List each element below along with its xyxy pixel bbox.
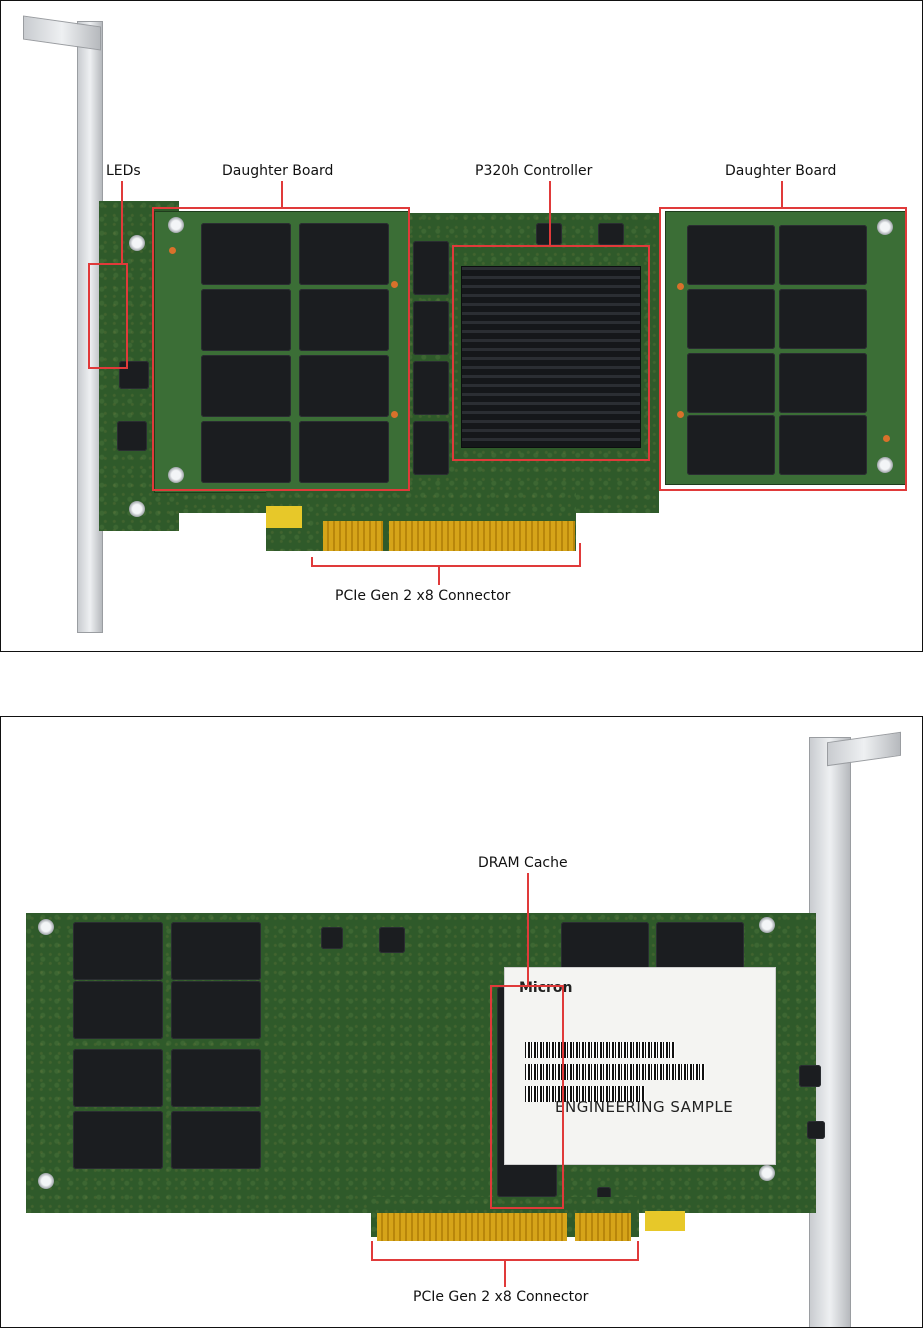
barcode bbox=[525, 1064, 705, 1080]
nand-chip bbox=[171, 922, 261, 980]
dram-chip bbox=[413, 361, 449, 415]
engineering-sample-text: ENGINEERING SAMPLE bbox=[555, 1098, 734, 1116]
component-dot bbox=[391, 281, 398, 288]
screw bbox=[759, 1165, 775, 1181]
nand-chip bbox=[73, 1111, 163, 1169]
controller-highlight bbox=[452, 245, 650, 461]
screw bbox=[877, 219, 893, 235]
nand-chip bbox=[171, 981, 261, 1039]
leds-highlight bbox=[88, 263, 128, 369]
dram-chip bbox=[413, 241, 449, 295]
component-dot bbox=[883, 435, 890, 442]
screw bbox=[129, 501, 145, 517]
daughter-board-left-label: Daughter Board bbox=[222, 163, 334, 179]
top-panel: LEDs Daughter Board P320h Controller Dau… bbox=[0, 0, 923, 652]
controller-leader bbox=[549, 181, 551, 245]
connector-bracket-top bbox=[311, 557, 313, 567]
daughter-board-right-highlight bbox=[659, 207, 907, 491]
small-ic bbox=[807, 1121, 825, 1139]
screw bbox=[129, 235, 145, 251]
nand-chip bbox=[171, 1111, 261, 1169]
nand-chip bbox=[201, 223, 291, 285]
small-ic bbox=[379, 927, 405, 953]
dram-chip bbox=[413, 421, 449, 475]
controller-label: P320h Controller bbox=[475, 163, 593, 179]
nand-chip bbox=[201, 421, 291, 483]
pcie-gold-fingers bbox=[389, 521, 575, 551]
component-dot bbox=[169, 247, 176, 254]
connector-bracket-top bbox=[371, 1241, 373, 1261]
connector-leader bbox=[504, 1259, 506, 1287]
nand-chip bbox=[779, 353, 867, 413]
nand-chip bbox=[687, 289, 775, 349]
nand-chip bbox=[779, 225, 867, 285]
connector-bracket-top bbox=[579, 543, 581, 567]
connector-bracket-bottom bbox=[311, 565, 581, 567]
daughter-board-right-label: Daughter Board bbox=[725, 163, 837, 179]
mounting-bracket bbox=[77, 21, 103, 633]
pcie-gold-fingers bbox=[323, 521, 383, 551]
nand-chip bbox=[779, 289, 867, 349]
nand-chip bbox=[687, 353, 775, 413]
leds-leader-line bbox=[121, 181, 123, 263]
nand-chip bbox=[201, 355, 291, 417]
key-pad bbox=[266, 506, 302, 528]
nand-chip bbox=[73, 981, 163, 1039]
nand-chip bbox=[201, 289, 291, 351]
key-pad bbox=[645, 1211, 685, 1231]
inductor bbox=[117, 421, 147, 451]
small-ic bbox=[799, 1065, 821, 1087]
daughter-board-left-leader bbox=[281, 181, 283, 209]
nand-chip bbox=[299, 355, 389, 417]
component-dot bbox=[391, 411, 398, 418]
pcie-gold-fingers bbox=[377, 1213, 567, 1241]
nand-chip bbox=[687, 415, 775, 475]
connector-bracket-top bbox=[637, 1241, 639, 1261]
screw bbox=[168, 217, 184, 233]
screw bbox=[877, 457, 893, 473]
nand-chip bbox=[299, 289, 389, 351]
inductor bbox=[119, 361, 149, 389]
connector-label: PCIe Gen 2 x8 Connector bbox=[413, 1289, 589, 1305]
nand-chip bbox=[73, 922, 163, 980]
dram-cache-highlight bbox=[490, 985, 564, 1209]
controller-heatsink bbox=[461, 266, 641, 448]
bottom-panel: Micron ENGINEERING SAMPLE DRAM Cache PCI… bbox=[0, 716, 923, 1328]
nand-chip bbox=[299, 421, 389, 483]
screw bbox=[168, 467, 184, 483]
product-label-sticker: Micron ENGINEERING SAMPLE bbox=[504, 967, 776, 1165]
screw bbox=[759, 917, 775, 933]
connector-leader bbox=[438, 565, 440, 585]
nand-chip bbox=[299, 223, 389, 285]
leds-label: LEDs bbox=[106, 163, 141, 179]
mounting-bracket bbox=[809, 737, 851, 1327]
nand-chip bbox=[73, 1049, 163, 1107]
component-dot bbox=[677, 283, 684, 290]
small-ic bbox=[321, 927, 343, 949]
screw bbox=[38, 919, 54, 935]
inductor bbox=[598, 223, 624, 245]
dram-cache-leader bbox=[527, 873, 529, 987]
micron-brand-text: Micron bbox=[519, 980, 573, 996]
daughter-board-right-leader bbox=[781, 181, 783, 207]
pcie-gold-fingers bbox=[575, 1213, 631, 1241]
nand-chip bbox=[779, 415, 867, 475]
nand-chip bbox=[171, 1049, 261, 1107]
barcode bbox=[525, 1086, 645, 1102]
nand-chip bbox=[687, 225, 775, 285]
dram-cache-label: DRAM Cache bbox=[478, 855, 568, 871]
daughter-board-left-highlight bbox=[152, 207, 410, 491]
dram-chip bbox=[413, 301, 449, 355]
connector-label: PCIe Gen 2 x8 Connector bbox=[335, 588, 511, 604]
screw bbox=[38, 1173, 54, 1189]
component-dot bbox=[677, 411, 684, 418]
